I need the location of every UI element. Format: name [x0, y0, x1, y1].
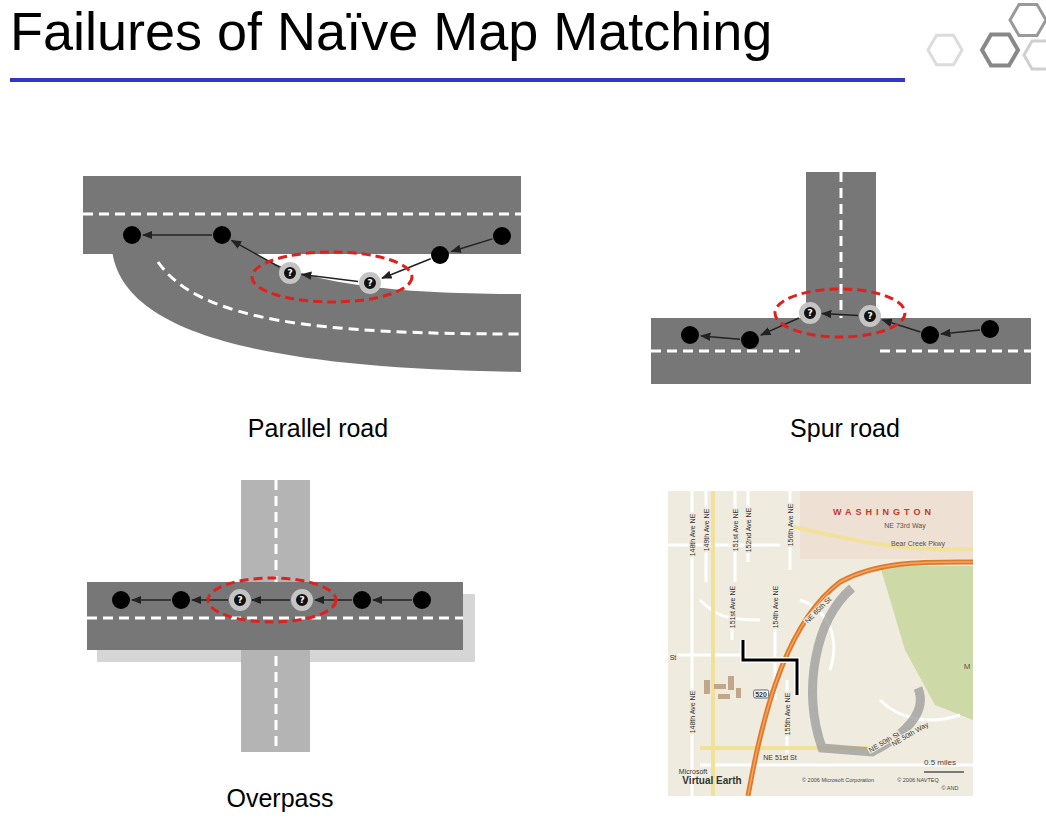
panel-label: Parallel road — [247, 416, 389, 441]
street-label: 151st Ave NE — [732, 508, 739, 552]
parallel-road-figure — [83, 176, 521, 372]
street-label: 156th Ave NE — [787, 503, 794, 548]
panel-label: Overpass — [226, 786, 335, 811]
brand-label: Virtual Earth — [681, 776, 742, 786]
point-mark: ? — [367, 279, 372, 288]
point-mark: ? — [299, 596, 304, 605]
point-mark: ? — [867, 312, 872, 321]
copyright-label: © 2006 NAVTEQ — [896, 778, 940, 784]
scale-label: 0.5 miles — [923, 759, 957, 767]
street-label: St — [669, 654, 678, 661]
region-label: WASHINGTON — [832, 508, 936, 517]
map-label: M — [963, 663, 972, 671]
trajectory-arrow — [822, 314, 858, 316]
copyright-label: © AND — [941, 786, 960, 792]
trajectory-arrow — [302, 274, 358, 281]
unknown-point-circle: ? — [291, 589, 313, 611]
trajectory-arrow — [252, 599, 290, 601]
copyright-label: © 2006 Microsoft Corporation — [801, 778, 875, 784]
street-label: 152nd Ave NE — [745, 507, 752, 554]
spur-road-figure — [651, 172, 1031, 384]
street-label: NE 65th St — [803, 595, 833, 625]
unknown-point-circle: ? — [359, 272, 381, 294]
street-label: 149th Ave NE — [703, 508, 710, 553]
unknown-point-circle: ? — [859, 305, 881, 327]
street-label: 151st Ave NE — [729, 585, 736, 629]
slide-title: Failures of Naïve Map Matching — [10, 4, 772, 58]
point-mark: ? — [807, 309, 812, 318]
brand-label: Microsoft — [678, 768, 708, 775]
street-label: 148th Ave NE — [689, 513, 696, 558]
highway-shield: 520 — [753, 690, 769, 699]
point-mark: ? — [287, 269, 292, 278]
overpass-figure — [87, 480, 475, 752]
title-rule — [10, 78, 905, 82]
point-mark: ? — [237, 596, 242, 605]
unknown-point-circle: ? — [279, 262, 301, 284]
road-map — [668, 491, 973, 796]
panel-label: Spur road — [789, 416, 901, 441]
street-label: NE 73rd Way — [883, 522, 926, 529]
street-label: 154th Ave NE — [772, 585, 779, 630]
unknown-point-circle: ? — [229, 589, 251, 611]
street-label: 148th Ave NE — [689, 690, 696, 735]
street-label: NE 51st St — [762, 754, 797, 761]
street-label: 155th Ave NE — [784, 692, 791, 737]
unknown-point-circle: ? — [799, 302, 821, 324]
hexagon-logo — [928, 4, 1046, 69]
street-label: Bear Creek Pkwy — [890, 540, 946, 547]
